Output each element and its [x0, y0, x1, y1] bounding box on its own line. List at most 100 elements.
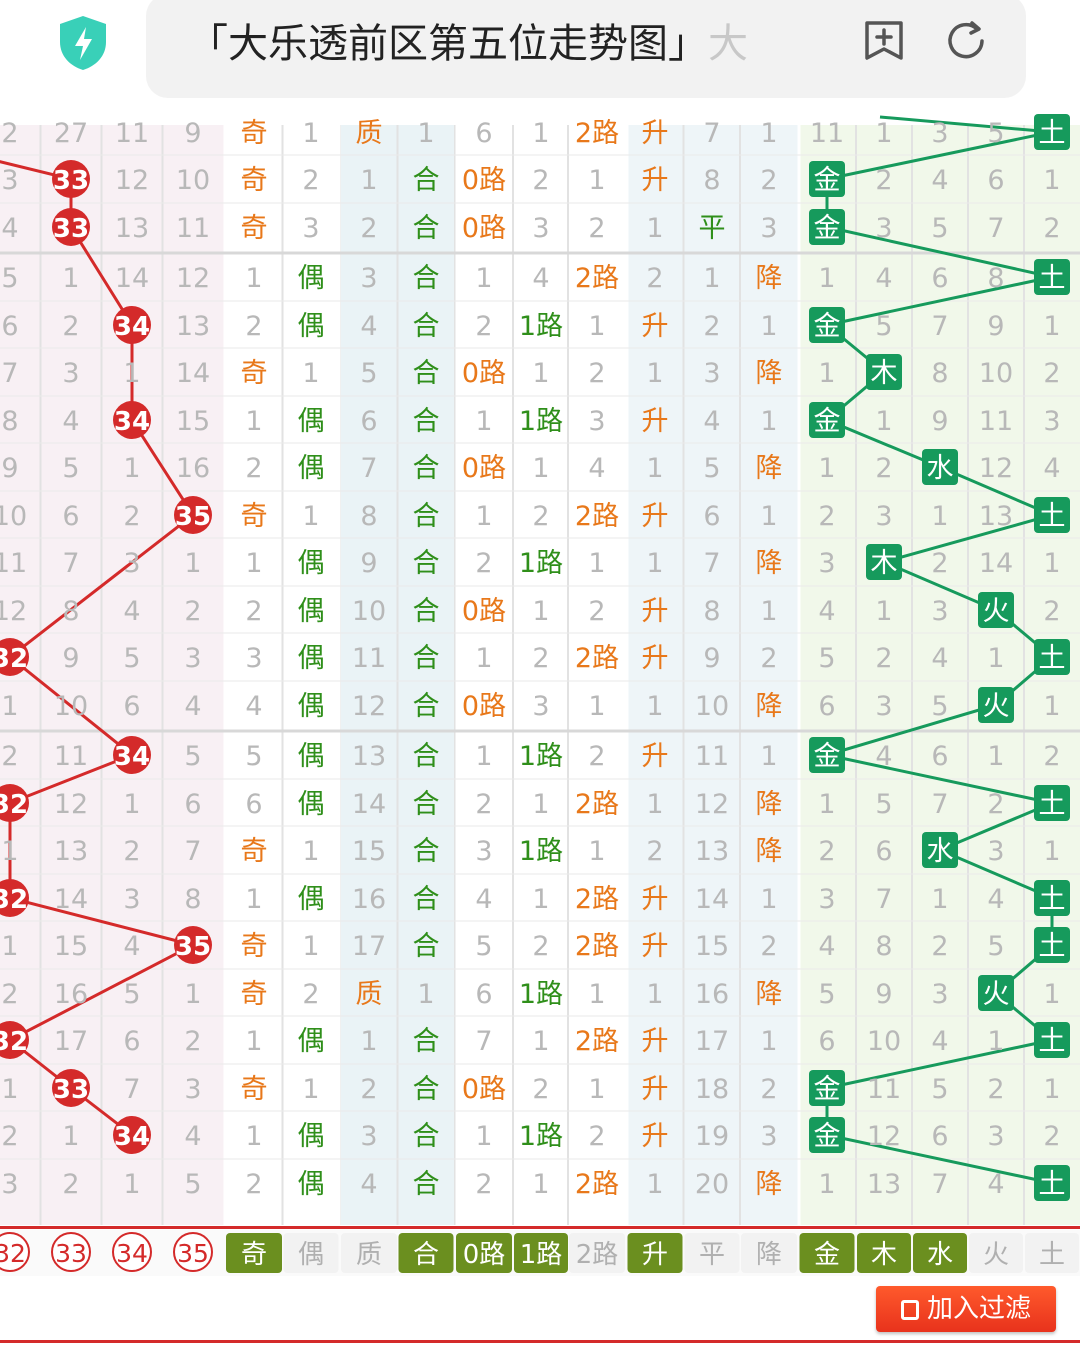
- table-cell: 1: [360, 1026, 377, 1057]
- drawn-ball-number: 33: [53, 166, 89, 196]
- attr-filter-土[interactable]: [1025, 1233, 1079, 1273]
- attr-filter-0路[interactable]: [456, 1233, 512, 1273]
- table-cell: 6: [360, 406, 377, 437]
- table-cell: 合: [413, 596, 440, 627]
- table-cell: 1: [1, 836, 18, 867]
- page-title[interactable]: 「大乐透前区第五位走势图」大: [188, 14, 828, 74]
- table-cell: 1: [588, 311, 605, 342]
- bookmark-add-icon[interactable]: [861, 18, 907, 64]
- element-tile: [1034, 639, 1070, 675]
- table-cell: 4: [360, 311, 377, 342]
- table-cell: 降: [756, 1169, 783, 1200]
- attr-filter-木[interactable]: [857, 1233, 911, 1273]
- table-cell: 1: [931, 501, 948, 532]
- table-cell: 15: [695, 931, 729, 962]
- attr-filter-水[interactable]: [913, 1233, 967, 1273]
- table-cell: 1路: [519, 741, 563, 772]
- number-filter-32[interactable]: [0, 1232, 30, 1272]
- drawn-ball: [52, 208, 90, 246]
- table-cell: 7: [184, 836, 201, 867]
- number-filter-34[interactable]: [112, 1232, 152, 1272]
- table-cell: 13: [867, 1169, 901, 1200]
- table-cell: 6: [245, 789, 262, 820]
- element-tile-label: 土: [1039, 931, 1066, 962]
- table-cell: 1: [987, 643, 1004, 674]
- table-cell: 1: [818, 453, 835, 484]
- attr-filter-升[interactable]: [627, 1233, 683, 1273]
- number-filter-33[interactable]: [51, 1232, 91, 1272]
- table-cell: 升: [642, 643, 669, 674]
- table-cell: 3: [875, 501, 892, 532]
- table-cell: 1: [532, 884, 549, 915]
- table-cell: 10: [0, 501, 27, 532]
- table-cell: 1: [417, 979, 434, 1010]
- table-cell: 1: [588, 165, 605, 196]
- table-cell: 6: [931, 741, 948, 772]
- table-cell: 4: [931, 165, 948, 196]
- table-cell: 2: [532, 931, 549, 962]
- attr-filter-奇[interactable]: [226, 1233, 282, 1273]
- table-cell: 1: [646, 548, 663, 579]
- drawn-ball-number: 35: [175, 502, 211, 532]
- table-cell: 合: [413, 789, 440, 820]
- add-to-filter-button[interactable]: 加入过滤: [876, 1286, 1056, 1332]
- table-cell: 升: [642, 1121, 669, 1152]
- url-bar[interactable]: [146, 0, 1026, 98]
- table-cell: 1: [646, 213, 663, 244]
- attr-filter-1路[interactable]: [514, 1233, 568, 1273]
- attr-filter-label: 偶: [298, 1240, 324, 1270]
- table-cell: 2: [875, 453, 892, 484]
- attr-filter-火[interactable]: [969, 1233, 1023, 1273]
- table-cell: 3: [532, 213, 549, 244]
- table-cell: 2: [62, 311, 79, 342]
- table-cell: 4: [184, 691, 201, 722]
- table-cell: 合: [413, 358, 440, 389]
- table-cell: 6: [875, 836, 892, 867]
- table-cell: 16: [54, 979, 88, 1010]
- shield-bolt-icon[interactable]: [57, 14, 109, 72]
- attr-filter-合[interactable]: [398, 1233, 454, 1273]
- table-cell: 0路: [462, 691, 506, 722]
- table-cell: 升: [642, 311, 669, 342]
- table-cell: 3: [818, 884, 835, 915]
- table-cell: 2路: [575, 931, 619, 962]
- table-cell: 2: [875, 165, 892, 196]
- attr-filter-label: 降: [756, 1240, 782, 1270]
- attr-filter-偶[interactable]: [283, 1233, 339, 1273]
- table-cell: 9: [62, 643, 79, 674]
- table-cell: 12: [352, 691, 386, 722]
- element-tile-label: 金: [814, 311, 841, 342]
- table-cell: 5: [123, 979, 140, 1010]
- table-cell: 1: [1043, 1074, 1060, 1105]
- table-cell: 2: [588, 358, 605, 389]
- table-cell: 5: [931, 213, 948, 244]
- table-cell: 质: [356, 979, 383, 1010]
- table-cell: 4: [123, 931, 140, 962]
- table-cell: 质: [356, 118, 383, 149]
- attr-filter-金[interactable]: [799, 1233, 855, 1273]
- table-cell: 1: [760, 741, 777, 772]
- number-filter-35[interactable]: [173, 1232, 213, 1272]
- attr-filter-label: 质: [356, 1240, 382, 1270]
- attr-filter-2路[interactable]: [569, 1233, 625, 1273]
- table-cell: 1: [184, 548, 201, 579]
- element-tile-label: 土: [1039, 1169, 1066, 1200]
- element-tile-label: 土: [1039, 643, 1066, 674]
- table-cell: 11: [867, 1074, 901, 1105]
- table-cell: 4: [1, 213, 18, 244]
- table-cell: 13: [54, 836, 88, 867]
- table-cell: 14: [352, 789, 386, 820]
- table-cell: 2: [588, 596, 605, 627]
- attr-filter-质[interactable]: [341, 1233, 397, 1273]
- table-cell: 5: [245, 741, 262, 772]
- element-tile: [1034, 1165, 1070, 1201]
- attr-filter-降[interactable]: [741, 1233, 797, 1273]
- table-cell: 2: [703, 311, 720, 342]
- element-tile-label: 金: [814, 213, 841, 244]
- table-cell: 16: [352, 884, 386, 915]
- refresh-icon[interactable]: [943, 18, 989, 64]
- table-cell: 7: [475, 1026, 492, 1057]
- attr-filter-平[interactable]: [684, 1233, 740, 1273]
